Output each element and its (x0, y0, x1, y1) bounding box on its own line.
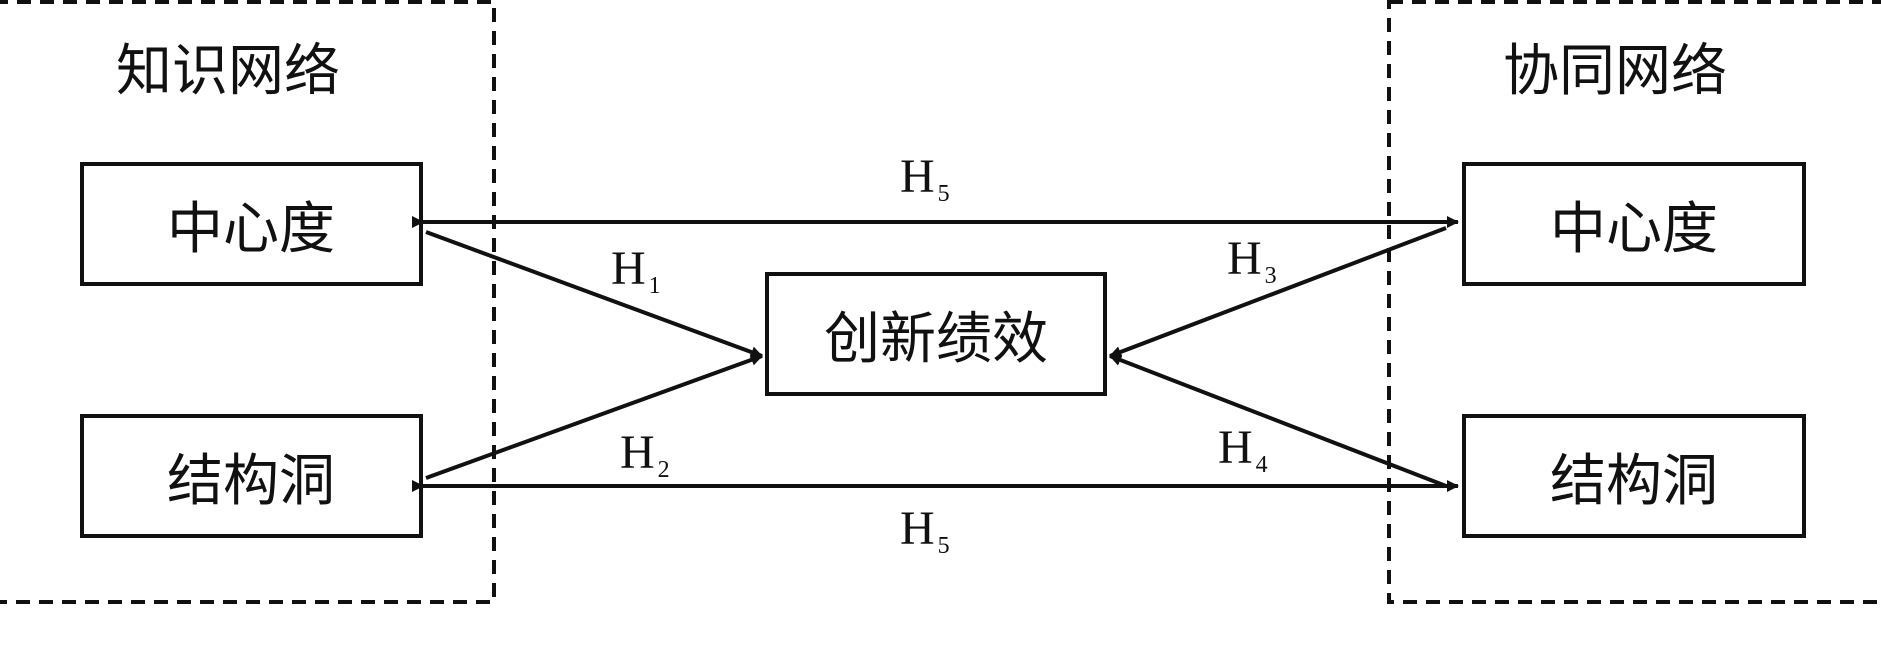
collaboration-centrality-label: 中心度 (1550, 197, 1718, 262)
svg-text:H2: H2 (620, 426, 670, 483)
collaboration-network-group (1387, 0, 1881, 604)
innovation-performance-label: 创新绩效 (824, 307, 1048, 372)
h3-arrow (1109, 226, 1447, 358)
h1-arrow (425, 230, 763, 358)
knowledge-centrality-label: 中心度 (167, 197, 335, 262)
svg-text:H3: H3 (1227, 232, 1277, 289)
svg-text:H4: H4 (1218, 421, 1268, 478)
knowledge-structural-hole-label: 结构洞 (167, 449, 335, 514)
svg-text:H1: H1 (611, 242, 661, 299)
collaboration-structural-hole-label: 结构洞 (1550, 449, 1718, 514)
h2-arrow (425, 354, 763, 480)
collaboration-network-title: 协同网络 (1503, 39, 1727, 104)
collaboration-structural-hole-node: 结构洞 (1462, 414, 1806, 538)
knowledge-network-title: 知识网络 (116, 39, 340, 104)
innovation-performance-node: 创新绩效 (765, 272, 1107, 396)
collaboration-centrality-node: 中心度 (1462, 162, 1806, 286)
svg-text:H5: H5 (900, 502, 950, 559)
knowledge-centrality-node: 中心度 (80, 162, 423, 286)
knowledge-structural-hole-node: 结构洞 (80, 414, 423, 538)
svg-text:H5: H5 (900, 150, 950, 207)
h4-arrow (1109, 354, 1447, 488)
